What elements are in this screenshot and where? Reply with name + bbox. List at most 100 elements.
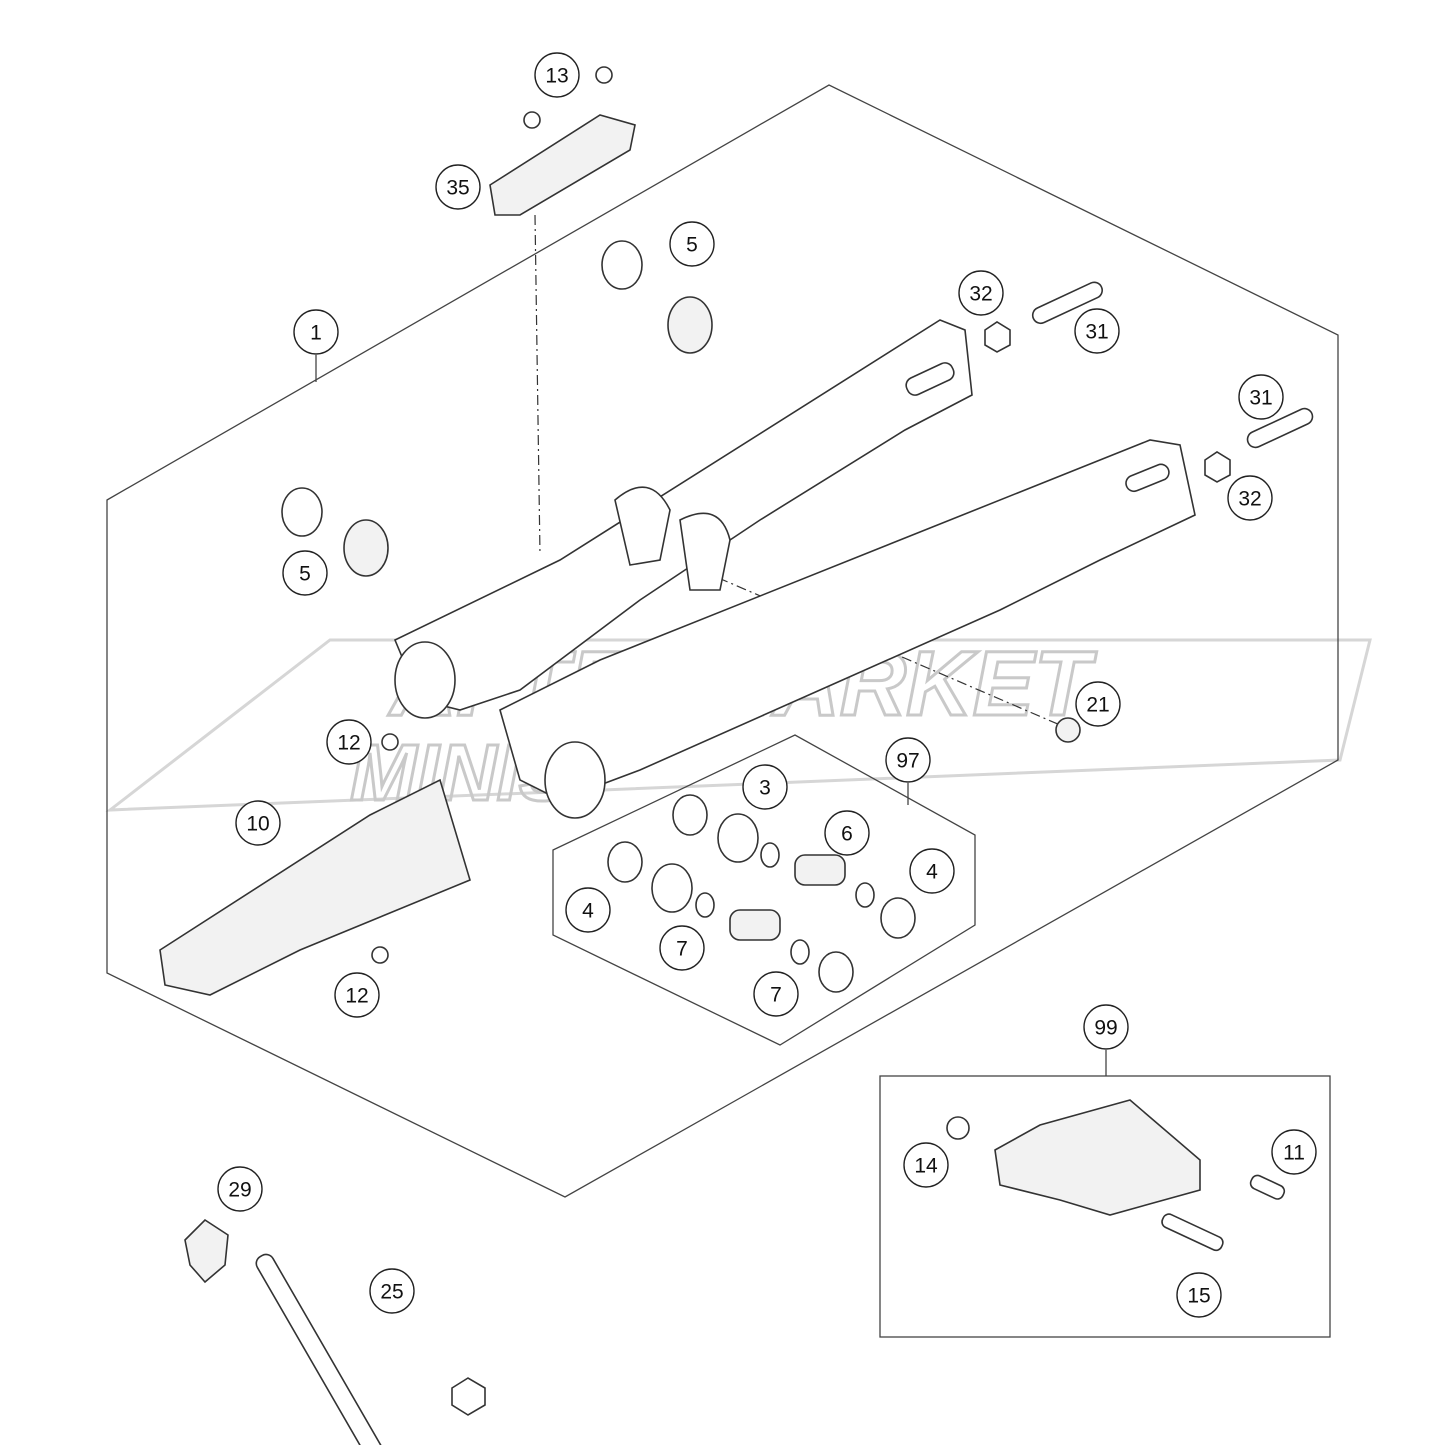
- callout-circle: [1238, 374, 1284, 420]
- callout-circle: [1075, 681, 1121, 727]
- callout-label: 6: [841, 823, 853, 846]
- callout-label: 35: [446, 177, 469, 200]
- callout-circle: [1083, 1004, 1129, 1050]
- callout-circle: [435, 164, 481, 210]
- guide-line: [534, 214, 541, 556]
- callout-circle: [909, 848, 955, 894]
- callout-circle: [565, 887, 611, 933]
- callout-97: 97: [885, 737, 931, 783]
- callout-label: 7: [676, 938, 688, 961]
- screw: [371, 946, 389, 964]
- callout-circle: [293, 309, 339, 355]
- callout-11: 11: [1271, 1129, 1317, 1175]
- callout-label: 99: [1094, 1017, 1117, 1040]
- callout-6: 6: [824, 810, 870, 856]
- callout-circle: [659, 925, 705, 971]
- callout-label: 32: [969, 283, 992, 306]
- callout-label: 4: [926, 861, 938, 884]
- seal: [601, 240, 643, 290]
- callout-circle: [1176, 1272, 1222, 1318]
- callout-32: 32: [958, 270, 1004, 316]
- callout-label: 5: [686, 234, 698, 257]
- leader-lines: [315, 355, 1107, 1076]
- callout-label: 15: [1187, 1285, 1210, 1308]
- callout-label: 14: [914, 1155, 938, 1178]
- bushing: [1055, 717, 1081, 743]
- callout-label: 13: [545, 65, 568, 88]
- callout-29: 29: [217, 1166, 263, 1212]
- callout-15: 15: [1176, 1272, 1222, 1318]
- swingarm-assembly-outline: [106, 84, 1339, 1198]
- screw: [381, 733, 399, 751]
- callout-circle: [958, 270, 1004, 316]
- callout-circle: [742, 764, 788, 810]
- callout-1: 1: [293, 309, 339, 355]
- callout-circle: [534, 52, 580, 98]
- nut: [984, 321, 1011, 353]
- callout-circle: [1271, 1129, 1317, 1175]
- callout-4: 4: [909, 848, 955, 894]
- callout-21: 21: [1075, 681, 1121, 727]
- axle-adjuster: [184, 1218, 229, 1284]
- chain-slider: [159, 778, 471, 996]
- screw: [523, 111, 541, 129]
- callout-circle: [369, 1268, 415, 1314]
- callout-35: 35: [435, 164, 481, 210]
- callout-5: 5: [669, 221, 715, 267]
- callout-12: 12: [334, 972, 380, 1018]
- swingarm: [393, 319, 1196, 819]
- callout-label: 29: [228, 1179, 251, 1202]
- chain-guide: [946, 1099, 1286, 1252]
- bearing-kit-outline: [552, 734, 976, 1046]
- callout-circle: [669, 221, 715, 267]
- callout-label: 32: [1238, 488, 1261, 511]
- callout-label: 3: [759, 777, 771, 800]
- callout-circle: [753, 971, 799, 1017]
- callout-circle: [1074, 308, 1120, 354]
- callout-label: 12: [345, 985, 368, 1008]
- callout-label: 21: [1086, 694, 1109, 717]
- pin: [1031, 281, 1103, 325]
- callout-label: 1: [310, 322, 322, 345]
- nut: [1204, 451, 1231, 483]
- callout-label: 5: [299, 563, 311, 586]
- callout-3: 3: [742, 764, 788, 810]
- chain-slider-top: [489, 114, 636, 216]
- cap: [343, 519, 389, 577]
- axle: [255, 1253, 397, 1445]
- callout-13: 13: [534, 52, 580, 98]
- callout-12: 12: [326, 719, 372, 765]
- callout-circle: [824, 810, 870, 856]
- callout-circle: [334, 972, 380, 1018]
- callout-circle: [217, 1166, 263, 1212]
- callout-circle: [903, 1142, 949, 1188]
- callout-label: 31: [1249, 387, 1272, 410]
- callout-4: 4: [565, 887, 611, 933]
- callout-25: 25: [369, 1268, 415, 1314]
- callout-31: 31: [1238, 374, 1284, 420]
- callout-label: 11: [1283, 1142, 1305, 1165]
- chain-guide-kit-outline: [879, 1075, 1331, 1338]
- cap: [667, 296, 713, 354]
- callout-7: 7: [659, 925, 705, 971]
- seal: [281, 487, 323, 537]
- callout-label: 12: [337, 732, 360, 755]
- callout-circle: [1227, 475, 1273, 521]
- callout-circle: [282, 550, 328, 596]
- callout-label: 31: [1085, 321, 1108, 344]
- callout-31: 31: [1074, 308, 1120, 354]
- callout-10: 10: [235, 800, 281, 846]
- callout-32: 32: [1227, 475, 1273, 521]
- callout-circle: [235, 800, 281, 846]
- callout-label: 4: [582, 900, 594, 923]
- callout-circle: [885, 737, 931, 783]
- bearing-parts: [607, 794, 916, 993]
- callout-7: 7: [753, 971, 799, 1017]
- pin: [1246, 407, 1314, 449]
- callout-5: 5: [282, 550, 328, 596]
- callout-label: 10: [246, 813, 269, 836]
- axle-nut: [451, 1377, 486, 1416]
- callout-label: 25: [380, 1281, 403, 1304]
